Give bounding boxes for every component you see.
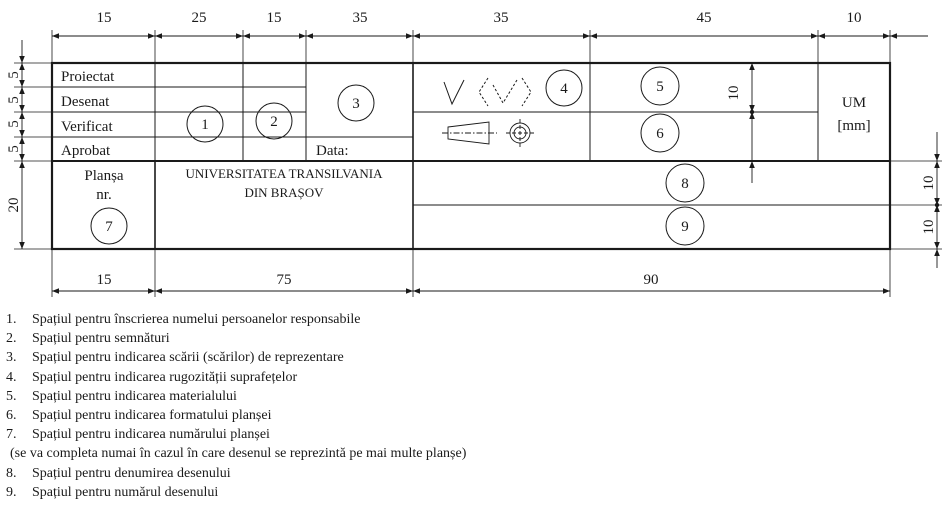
legend-item: 6. Spațiul pentru indicarea formatului pl…: [6, 406, 936, 425]
extension-lines: [14, 30, 942, 297]
marker-number: 3: [352, 96, 360, 112]
top-dim-label: 25: [192, 10, 207, 26]
marker-circle-5: [640, 66, 680, 106]
top-dim-label: 35: [353, 10, 368, 26]
university-name-line1: UNIVERSITATEA TRANSILVANIA: [186, 166, 384, 181]
roughness-symbols-icon: [443, 77, 532, 107]
legend-list: 1. Spațiul pentru înscrierea numelui pers…: [6, 310, 936, 502]
marker-number: 9: [681, 219, 689, 235]
top-dim-label: 45: [697, 10, 712, 26]
left-dim-label: 5: [6, 120, 22, 128]
dimension-dot: [934, 202, 940, 208]
legend-item: 1. Spațiul pentru înscrierea numelui pers…: [6, 310, 936, 329]
numbered-markers: [90, 66, 705, 246]
row-labels: Proiectat Desenat Verificat Aprobat: [61, 69, 115, 159]
legend-item: 4. Spațiul pentru indicarea rugozității s…: [6, 368, 936, 387]
bottom-dim-label: 75: [277, 272, 292, 288]
left-dimension-labels: 5 5 5 5 20: [6, 71, 22, 212]
legend-item: 7. Spațiul pentru indicarea numărului pla…: [6, 425, 936, 444]
legend-number: 8.: [6, 465, 17, 481]
legend-item: 2. Spațiul pentru semnături: [6, 329, 936, 348]
title-block-frame: [50, 61, 892, 251]
title-block-drawing: 15 25 15 35 35 45 10 15 75 90 5 5 5 5 20…: [6, 10, 942, 297]
bottom-dim-label: 15: [97, 272, 112, 288]
projection-symbol-icon: [442, 119, 534, 147]
right-dim-label: 10: [921, 220, 937, 235]
left-dim-label: 20: [6, 198, 22, 213]
right-dim-label: 10: [921, 176, 937, 191]
unit-label: UM: [842, 95, 866, 111]
legend-item: 3. Spațiul pentru indicarea scării (scări…: [6, 348, 936, 367]
plansa-label: Planșa: [84, 168, 124, 184]
legend-number: 2.: [6, 331, 17, 347]
legend-text: Spațiul pentru numărul desenului: [32, 484, 219, 500]
university-name-line2: DIN BRAȘOV: [244, 185, 324, 200]
legend-text: Spațiul pentru indicarea materialului: [32, 388, 237, 404]
marker-circle-4: [545, 69, 583, 107]
legend-note: (se va completa numai în cazul în care d…: [6, 444, 936, 463]
legend-number: 7.: [6, 427, 17, 443]
top-dim-label: 15: [267, 10, 282, 26]
legend-text: Spațiul pentru indicarea numărului planș…: [32, 427, 270, 443]
marker-numbers: 1 2 3 4 5 6 7 8 9: [105, 79, 689, 235]
marker-circle-2: [255, 102, 293, 140]
marker-number: 8: [681, 176, 689, 192]
legend-text: Spațiul pentru indicarea formatului plan…: [32, 408, 272, 424]
legend-item: 5. Spațiul pentru indicarea materialului: [6, 387, 936, 406]
legend-number: 4.: [6, 369, 17, 385]
left-dim-label: 5: [6, 71, 22, 79]
dimension-lines: [19, 33, 940, 294]
legend-number: 5.: [6, 388, 17, 404]
legend-text: Spațiul pentru înscrierea numelui persoa…: [32, 312, 361, 327]
legend-text: Spațiul pentru semnături: [32, 331, 170, 347]
marker-circle-9: [665, 206, 705, 246]
row-label-desenat: Desenat: [61, 94, 110, 110]
left-dim-label: 5: [6, 145, 22, 153]
legend-number: 3.: [6, 350, 17, 366]
marker-circle-8: [665, 163, 705, 203]
legend-item: 8. Spațiul pentru denumirea desenului: [6, 464, 936, 483]
marker-number: 6: [656, 126, 664, 142]
marker-number: 5: [656, 79, 664, 95]
legend-item: 9. Spațiul pentru numărul desenului: [6, 483, 936, 502]
right-dimension-labels: 10 10: [921, 176, 937, 235]
row-label-verificat: Verificat: [61, 119, 113, 135]
legend-text: Spațiul pentru indicarea scării (scărilo…: [32, 350, 344, 366]
legend-note-text: (se va completa numai în cazul în care d…: [10, 446, 467, 462]
legend-text: Spațiul pentru indicarea rugozității sup…: [32, 369, 298, 385]
plansa-nr-label: nr.: [96, 187, 111, 203]
top-dimension-labels: 15 25 15 35 35 45 10: [97, 10, 862, 26]
top-dim-label: 15: [97, 10, 112, 26]
marker-circle-7: [90, 207, 128, 245]
marker-number: 2: [270, 114, 278, 130]
legend-number: 9.: [6, 484, 17, 500]
date-label: Data:: [316, 143, 348, 159]
marker-number: 7: [105, 219, 113, 235]
top-dim-label: 35: [494, 10, 509, 26]
marker-circle-6: [640, 113, 680, 153]
legend-number: 1.: [6, 312, 17, 327]
bottom-dimension-labels: 15 75 90: [97, 272, 659, 288]
top-dim-label: 10: [847, 10, 862, 26]
bottom-dim-label: 90: [644, 272, 659, 288]
left-dim-label: 5: [6, 96, 22, 104]
row-label-aprobat: Aprobat: [61, 143, 111, 159]
unit-mm-label: [mm]: [837, 118, 870, 134]
legend-text: Spațiul pentru denumirea desenului: [32, 465, 231, 481]
marker-number: 4: [560, 81, 568, 97]
dimension-dot: [749, 109, 755, 115]
inner-dim-label: 10: [726, 86, 742, 101]
legend-number: 6.: [6, 408, 17, 424]
marker-number: 1: [201, 117, 209, 133]
row-label-proiectat: Proiectat: [61, 69, 115, 85]
marker-circle-1: [186, 105, 224, 143]
marker-circle-3: [337, 84, 375, 122]
